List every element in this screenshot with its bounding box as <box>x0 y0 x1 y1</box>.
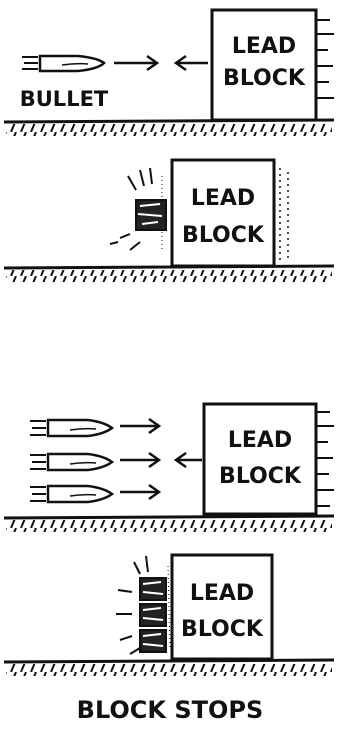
block-label-line-2: BLOCK <box>219 464 302 489</box>
panel-1-bullet-approach: LEAD BLOCK BULLET <box>4 10 334 136</box>
panel-4-block-stops: LEAD BLOCK <box>4 555 334 676</box>
block-label-line-1: LEAD <box>228 428 292 453</box>
lead-block-2: LEAD BLOCK <box>162 160 288 266</box>
block-label-line-1: LEAD <box>191 186 255 211</box>
lead-block-4: LEAD BLOCK <box>172 555 272 659</box>
lead-block-1: LEAD BLOCK <box>212 10 334 120</box>
bullet-2 <box>30 420 112 436</box>
bullet-4 <box>30 486 112 502</box>
block-label-line-1: LEAD <box>190 581 254 606</box>
arrow-left-icon <box>176 453 202 467</box>
crushed-bullet-4 <box>140 630 166 652</box>
crushed-bullet-3 <box>140 604 166 626</box>
arrow-right-icon <box>120 419 159 499</box>
arrow-right-icon <box>114 56 157 70</box>
bullet-1 <box>22 56 104 71</box>
block-label-line-2: BLOCK <box>223 66 306 91</box>
block-label-line-1: LEAD <box>232 34 296 59</box>
ground-3 <box>4 516 334 532</box>
caption-block-stops: BLOCK STOPS <box>77 696 264 724</box>
panel-2-bullet-impact: LEAD BLOCK <box>4 160 334 282</box>
block-label-line-2: BLOCK <box>181 617 264 642</box>
ground-2 <box>4 266 334 282</box>
ground-4 <box>4 660 334 676</box>
arrow-left-icon <box>176 56 208 70</box>
bullet-label: BULLET <box>20 87 109 111</box>
crushed-bullet-2 <box>140 578 166 600</box>
panel-3-three-bullets-approach: LEAD BLOCK <box>4 404 334 532</box>
crushed-bullet-1 <box>136 200 166 230</box>
lead-block-3: LEAD BLOCK <box>204 404 334 514</box>
ground-1 <box>4 120 334 136</box>
block-label-line-2: BLOCK <box>182 223 265 248</box>
bullet-3 <box>30 454 112 470</box>
